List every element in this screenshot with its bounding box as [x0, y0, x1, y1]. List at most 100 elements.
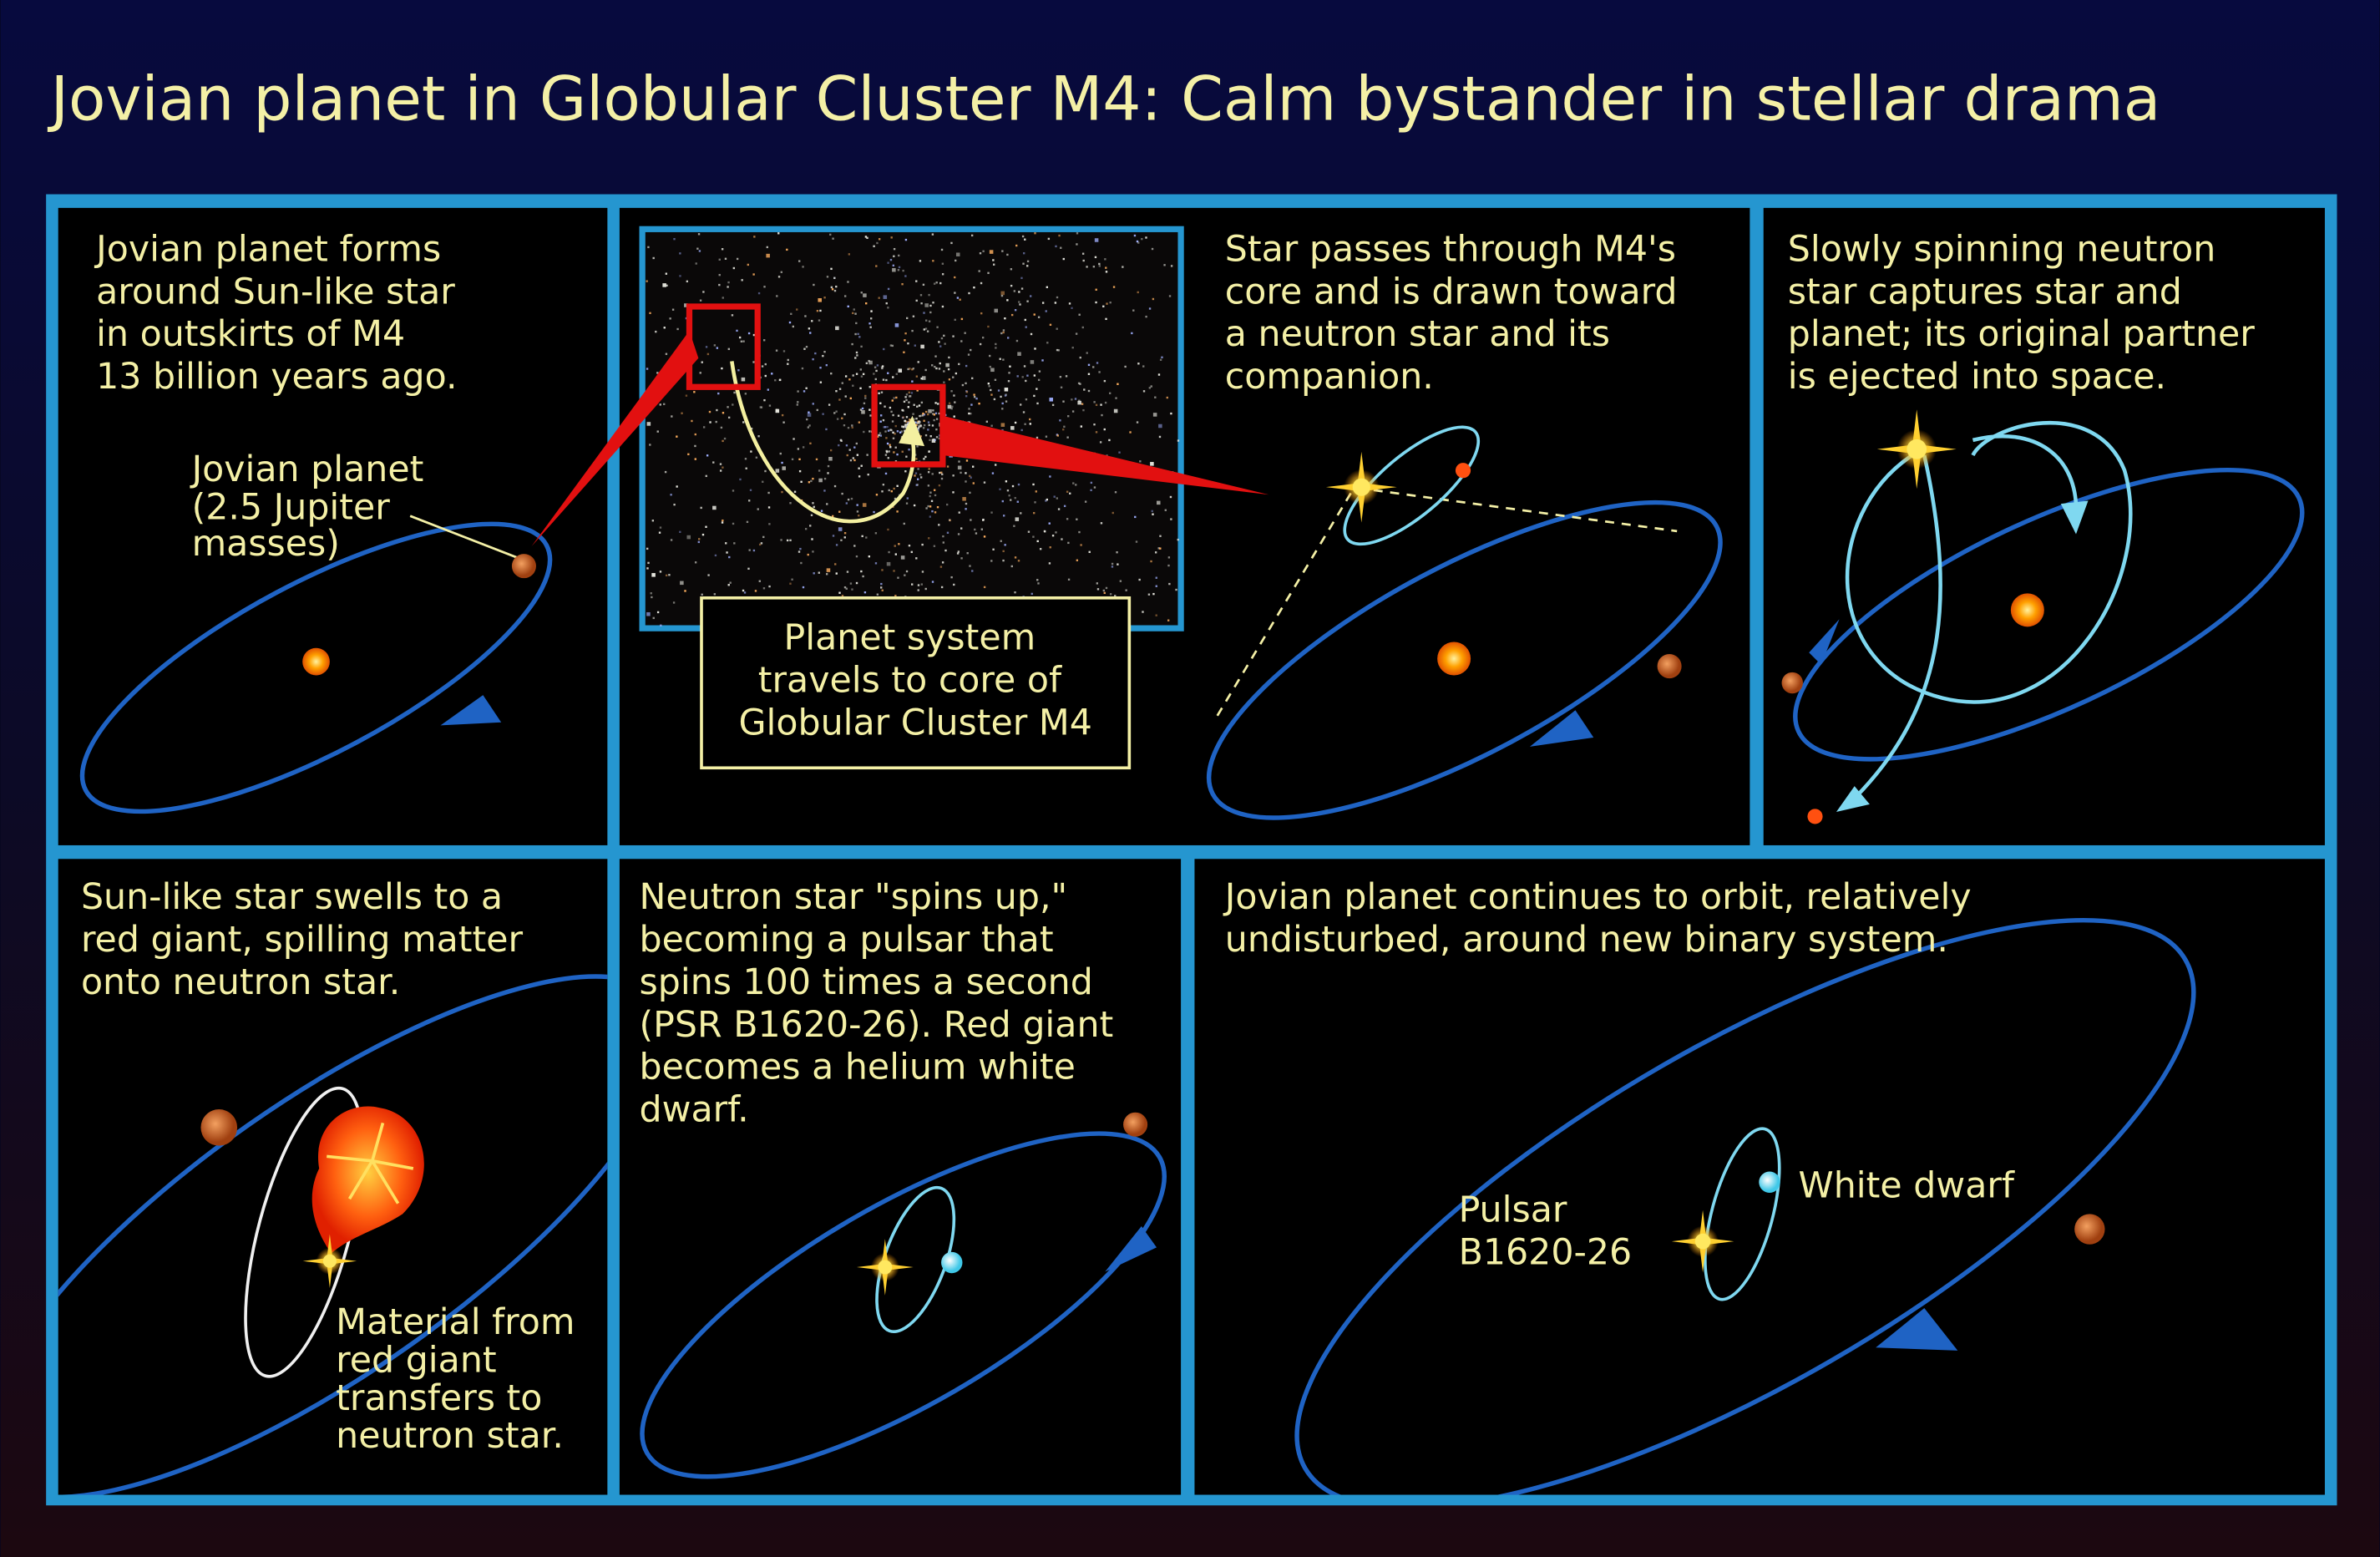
star-dot — [896, 484, 899, 487]
planet-orbit — [1793, 468, 2305, 762]
star-dot — [727, 584, 730, 586]
star-dot — [1136, 240, 1139, 243]
star-dot — [930, 500, 934, 502]
star-dot — [870, 317, 873, 320]
star-dot — [789, 502, 792, 505]
star-dot — [861, 535, 863, 538]
star-dot — [911, 380, 914, 383]
star-dot — [944, 342, 946, 345]
star-dot — [888, 450, 890, 453]
star-dot — [1066, 436, 1069, 439]
star-dot — [1048, 522, 1051, 525]
star-dot — [651, 520, 655, 522]
star-dot — [811, 538, 813, 540]
star-dot — [838, 388, 842, 390]
star-dot — [1156, 500, 1161, 505]
star-dot — [993, 398, 996, 401]
orbit-arrow-icon — [1876, 1308, 1958, 1351]
star-dot — [903, 522, 905, 525]
star-dot — [1118, 451, 1121, 454]
star-dot — [924, 410, 928, 413]
star-dot — [865, 302, 868, 305]
star-dot — [1021, 376, 1024, 378]
star-dot — [812, 502, 814, 505]
star-dot — [1005, 400, 1008, 403]
star-dot — [938, 484, 941, 487]
star-dot — [1046, 498, 1049, 501]
star-dot — [943, 381, 945, 383]
star-dot — [679, 252, 681, 255]
star-dot — [797, 401, 799, 403]
star-dot — [681, 412, 683, 414]
star-dot — [922, 427, 925, 429]
star-dot — [701, 361, 703, 363]
star-dot — [761, 365, 764, 368]
star-dot — [838, 444, 840, 447]
star-dot — [1049, 475, 1051, 478]
star-dot — [1155, 614, 1157, 616]
star-dot — [724, 257, 727, 260]
star-dot — [1109, 301, 1112, 304]
star-dot — [941, 262, 944, 265]
star-dot — [873, 373, 875, 375]
star-dot — [952, 376, 955, 378]
star-dot — [931, 473, 934, 475]
star-dot — [972, 465, 975, 468]
star-dot — [1167, 556, 1171, 559]
star-dot — [740, 340, 743, 342]
star-dot — [1093, 423, 1096, 426]
star-dot — [881, 367, 884, 370]
star-dot — [1158, 423, 1162, 429]
star-dot — [965, 472, 967, 474]
star-dot — [1037, 582, 1040, 585]
star-dot — [915, 557, 918, 560]
star-dot — [1088, 550, 1091, 554]
star-dot — [867, 473, 869, 476]
star-dot — [800, 561, 803, 565]
star-dot — [1087, 363, 1091, 367]
star-dot — [929, 304, 932, 307]
star-dot — [1020, 429, 1023, 432]
sun-like-star — [2010, 593, 2044, 627]
star-dot — [1011, 484, 1015, 488]
star-dot — [960, 317, 964, 321]
star-dot — [1122, 266, 1124, 268]
trajectory-line — [1373, 489, 1678, 533]
star-dot — [905, 502, 909, 505]
star-dot — [868, 555, 871, 558]
star-dot — [897, 576, 899, 579]
star-dot — [1003, 515, 1005, 517]
star-dot — [1056, 434, 1059, 437]
star-dot — [646, 422, 651, 426]
star-dot — [1010, 268, 1013, 271]
star-dot — [1055, 531, 1057, 534]
star-dot — [782, 421, 785, 423]
star-dot — [1148, 307, 1152, 310]
star-dot — [843, 536, 846, 539]
jovian-planet — [511, 554, 536, 579]
star-dot — [908, 545, 911, 547]
star-dot — [822, 413, 824, 415]
star-dot — [924, 368, 927, 372]
star-dot — [1002, 358, 1005, 361]
star-dot — [905, 416, 909, 418]
star-dot — [960, 340, 963, 342]
star-dot — [869, 326, 872, 328]
star-dot — [887, 372, 889, 374]
star-dot — [1133, 234, 1137, 237]
star-dot — [1108, 392, 1112, 394]
star-dot — [890, 236, 893, 239]
star-dot — [1068, 302, 1071, 305]
star-dot — [920, 344, 924, 349]
star-dot — [1105, 266, 1107, 269]
star-dot — [823, 297, 826, 299]
star-dot — [965, 459, 969, 462]
star-dot — [1100, 403, 1102, 406]
star-dot — [1059, 419, 1061, 422]
star-dot — [844, 295, 847, 297]
star-dot — [854, 357, 857, 359]
star-dot — [1094, 238, 1099, 242]
star-dot — [811, 320, 813, 322]
material-transfer-label: Material from red giant transfers to neu… — [336, 1301, 586, 1457]
star-dot — [939, 471, 941, 474]
